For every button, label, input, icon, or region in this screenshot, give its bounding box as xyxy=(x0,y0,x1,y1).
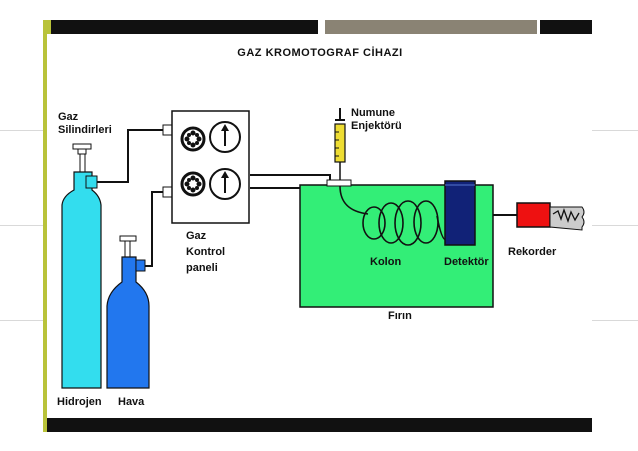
column-label: Kolon xyxy=(370,256,402,268)
guide-line xyxy=(0,225,43,226)
panel-to-injector-line xyxy=(250,174,331,181)
gas-cylinders-label-line2: Silindirleri xyxy=(58,124,112,136)
left-accent-corner xyxy=(43,20,51,34)
control-panel-label-line2: Kontrol xyxy=(186,246,226,258)
guide-line xyxy=(0,130,43,131)
guide-line xyxy=(0,320,43,321)
injector-label-line2: Enjektörü xyxy=(351,120,402,132)
gas-control-panel xyxy=(162,110,250,224)
header-bar-left xyxy=(50,20,318,34)
sample-injector xyxy=(334,108,346,180)
air-line xyxy=(145,191,163,267)
guide-line xyxy=(592,130,638,131)
detector xyxy=(444,180,476,246)
gas-lines xyxy=(97,129,517,267)
footer-accent xyxy=(43,418,47,432)
footer-bar xyxy=(43,418,592,432)
guide-line xyxy=(592,320,638,321)
left-accent-line xyxy=(43,20,47,432)
detector-label: Detektör xyxy=(444,256,489,268)
header-bar-center xyxy=(325,20,537,34)
hydrogen-label: Hidrojen xyxy=(57,396,102,408)
diagram-title: GAZ KROMOTOGRAF CİHAZI xyxy=(237,47,403,59)
hydrogen-cylinder xyxy=(61,143,102,389)
control-panel-label-line1: Gaz xyxy=(186,230,207,242)
guide-line xyxy=(592,225,638,226)
gas-cylinders-label-line1: Gaz xyxy=(58,111,79,123)
injector-label-line1: Numune xyxy=(351,107,395,119)
oven-label: Fırın xyxy=(388,310,412,322)
air-cylinder xyxy=(106,235,150,389)
hydrogen-line xyxy=(97,129,163,183)
control-panel-label-line3: paneli xyxy=(186,262,218,274)
header-bar-right xyxy=(540,20,592,34)
injection-port xyxy=(326,179,352,187)
column-coil xyxy=(339,185,447,246)
air-label: Hava xyxy=(118,396,145,408)
recorder xyxy=(516,202,585,231)
recorder-label: Rekorder xyxy=(508,246,557,258)
